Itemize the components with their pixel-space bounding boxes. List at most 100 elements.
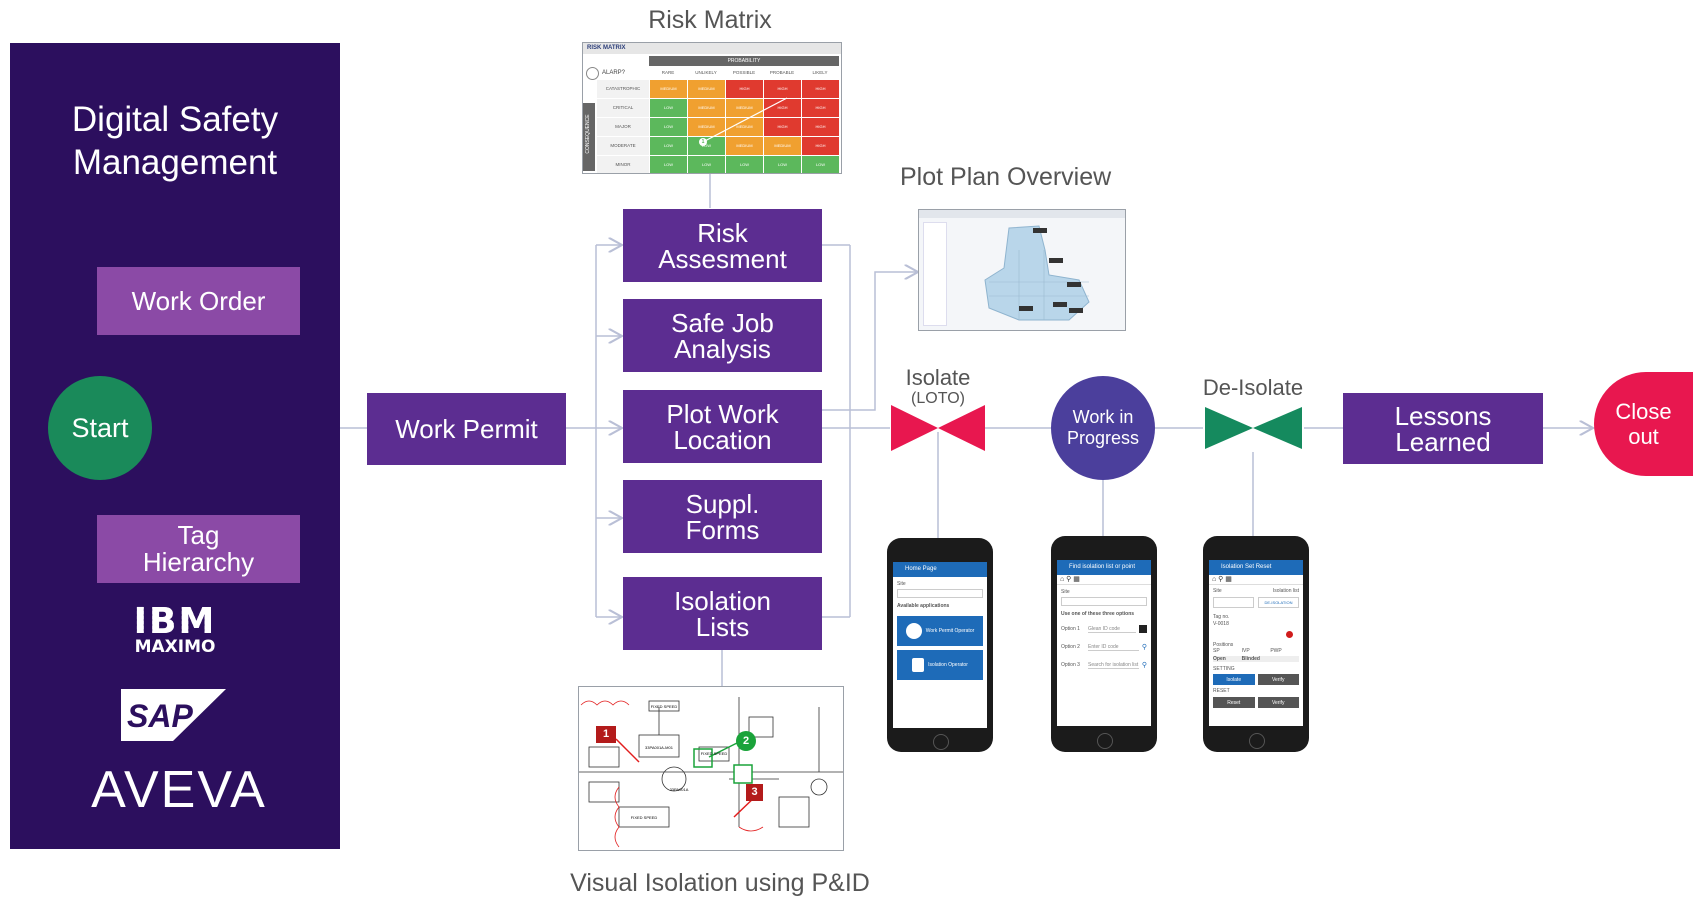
find-option-label: Option 2	[1061, 644, 1080, 650]
consequence-row-label: MODERATE	[597, 137, 649, 155]
start-node[interactable]: Start	[48, 376, 152, 480]
risk-cell[interactable]: MEDIUM	[687, 118, 725, 136]
risk-cell[interactable]: HIGH	[801, 137, 839, 155]
qr-code-icon[interactable]	[1139, 625, 1147, 633]
risk-cell[interactable]: MEDIUM	[649, 80, 687, 98]
deisolate-label: De-Isolate	[1202, 375, 1304, 400]
find-option-row[interactable]: Option 2 Enter ID code⚲	[1057, 638, 1151, 656]
risk-cell[interactable]: HIGH	[801, 99, 839, 117]
sidebar-title: Digital Safety Management	[10, 98, 340, 184]
ibm-logo-text: IBM	[125, 604, 225, 640]
search-icon[interactable]: ⚲	[1141, 644, 1147, 651]
isolate-subtitle: (LOTO)	[911, 390, 965, 407]
work-in-progress-node[interactable]: Work in Progress	[1051, 376, 1155, 480]
state-open[interactable]: Open	[1213, 656, 1226, 662]
work-permit-node[interactable]: Work Permit	[367, 393, 566, 465]
risk-cell[interactable]: LOW	[649, 137, 687, 155]
tag-hierarchy-line2: Hierarchy	[142, 547, 255, 577]
positions-header: SP IVP PWP	[1209, 648, 1303, 654]
risk-cell[interactable]: LOW	[725, 156, 763, 173]
find-option-input[interactable]: Enter ID code	[1088, 644, 1139, 651]
tag-hierarchy-box[interactable]: Tag Hierarchy	[97, 515, 300, 583]
home-site-input[interactable]	[897, 589, 983, 598]
work-order-box[interactable]: Work Order	[97, 267, 300, 335]
alarp-toggle[interactable]: ALARP?	[586, 58, 648, 88]
search-icon[interactable]: ⚲	[1141, 662, 1147, 669]
risk-cell[interactable]: MEDIUM	[725, 118, 763, 136]
alarp-radio-icon	[586, 66, 599, 80]
risk-cell[interactable]: LOW	[649, 99, 687, 117]
setting-label: SETTING	[1213, 666, 1235, 672]
risk-cell[interactable]: LOW	[649, 118, 687, 136]
ibm-maximo-logo: IBM MAXIMO	[125, 604, 225, 657]
isolate-button[interactable]: Isolate	[1213, 674, 1255, 685]
check-badge-icon	[905, 623, 922, 639]
risk-cell[interactable]: LOW	[801, 156, 839, 173]
isolation-lists-line1: Isolation	[674, 585, 771, 616]
set-reset-toolbar: ⌂ ⚲ ▦	[1209, 575, 1303, 585]
verify-reset-button[interactable]: Verify	[1257, 697, 1299, 708]
risk-cell[interactable]: HIGH	[801, 80, 839, 98]
deisolate-valve-icon	[1205, 407, 1302, 449]
find-section-label: Use one of these three options	[1061, 611, 1135, 617]
positions-label: Positions	[1213, 642, 1234, 648]
plot-plan-thumbnail	[918, 209, 1126, 331]
risk-cell[interactable]: HIGH	[763, 99, 801, 117]
risk-cell[interactable]: HIGH	[801, 118, 839, 136]
risk-cell[interactable]: LOW	[687, 137, 725, 155]
tag-value: V-0018	[1213, 621, 1229, 627]
safe-job-analysis-line2: Analysis	[674, 333, 771, 364]
risk-cell[interactable]: MEDIUM	[687, 80, 725, 98]
suppl-forms-node[interactable]: Suppl. Forms	[623, 480, 822, 553]
set-reset-site-input[interactable]	[1213, 597, 1254, 608]
pid-callout-2: 2	[742, 735, 750, 747]
close-out-node[interactable]: Close out	[1594, 372, 1693, 476]
consequence-header: CONSEQUENCE	[583, 103, 595, 171]
find-site-input[interactable]	[1061, 597, 1147, 606]
risk-cell[interactable]: MEDIUM	[687, 99, 725, 117]
lessons-learned-line2: Learned	[1395, 426, 1491, 457]
set-reset-appbar: Isolation Set Reset	[1209, 560, 1303, 575]
find-option-input[interactable]: Search for isolation list	[1088, 661, 1139, 669]
risk-matrix-header: RISK MATRIX	[583, 43, 841, 54]
consequence-row-label: MINOR	[597, 156, 649, 173]
deisolation-field[interactable]: DE-ISOLATION	[1258, 597, 1299, 608]
state-empty[interactable]	[1270, 656, 1299, 662]
find-site-label: Site	[1061, 589, 1070, 595]
close-out-line2: out	[1628, 424, 1659, 449]
isolate-label: Isolate (LOTO)	[880, 366, 996, 408]
isolation-operator-button[interactable]: Isolation Operator	[897, 650, 983, 680]
safe-job-analysis-node[interactable]: Safe Job Analysis	[623, 299, 822, 372]
verify-setting-button[interactable]: Verify	[1257, 674, 1299, 685]
risk-assessment-node[interactable]: Risk Assesment	[623, 209, 822, 282]
risk-cell[interactable]: HIGH	[763, 80, 801, 98]
lessons-learned-node[interactable]: Lessons Learned	[1343, 393, 1543, 464]
probability-column-label: LIKELY	[812, 70, 828, 75]
risk-cell[interactable]: HIGH	[725, 80, 763, 98]
risk-cell[interactable]: MEDIUM	[725, 99, 763, 117]
state-blinded[interactable]: Blinded	[1241, 656, 1260, 662]
probability-column-label: POSSIBLE	[732, 70, 756, 75]
isolation-lists-line2: Lists	[695, 611, 750, 642]
risk-cell[interactable]: LOW	[763, 156, 801, 173]
isolation-lists-node[interactable]: Isolation Lists	[623, 577, 822, 650]
find-option-input[interactable]: Glean ID code	[1088, 626, 1136, 633]
phone-find-isolation: Find isolation list or point ⌂ ⚲ ▦ Site …	[1051, 536, 1157, 752]
work-permit-operator-button[interactable]: Work Permit Operator	[897, 616, 983, 646]
plot-work-location-node[interactable]: Plot Work Location	[623, 390, 822, 463]
close-out-line1: Close	[1615, 399, 1672, 424]
risk-cell[interactable]: HIGH	[763, 118, 801, 136]
risk-cell[interactable]: MEDIUM	[725, 137, 763, 155]
risk-trend-line	[702, 97, 788, 143]
reset-button[interactable]: Reset	[1213, 697, 1255, 708]
risk-cell[interactable]: MEDIUM	[763, 137, 801, 155]
risk-cell[interactable]: LOW	[649, 156, 687, 173]
risk-cell[interactable]: LOW	[687, 156, 725, 173]
